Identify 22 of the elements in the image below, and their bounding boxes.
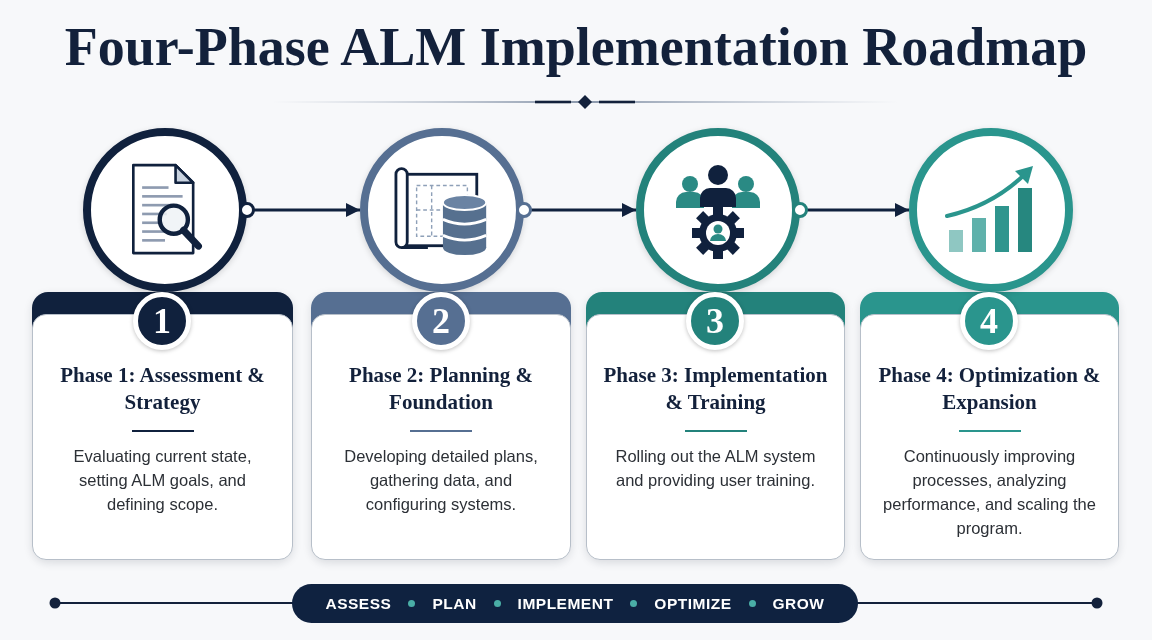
title: Four-Phase ALM Implementation Roadmap xyxy=(64,16,1088,78)
phase-description: Rolling out the ALM system and providing user training. xyxy=(614,446,817,491)
phase-title: Phase 2: Planning & Foundation xyxy=(348,362,534,416)
phase-description: Continuously improving processes, analyzing performance, and scaling the program. xyxy=(882,446,1097,539)
step-label: OPTIMIZE xyxy=(654,593,732,614)
phase-card xyxy=(311,292,571,560)
phase-title: Phase 4: Optimization & Expansion xyxy=(877,362,1102,416)
phase-title: Phase 1: Assessment & Strategy xyxy=(59,362,266,416)
step-label: IMPLEMENT xyxy=(517,593,614,614)
phase-description: Developing detailed plans, gathering data, and configuring systems. xyxy=(343,446,539,515)
phase-title: Phase 3: Implementation & Training xyxy=(602,362,829,416)
step-label: ASSESS xyxy=(325,593,392,614)
phase-card xyxy=(586,292,845,560)
arrow xyxy=(792,202,909,218)
arrow xyxy=(516,202,636,218)
step-label: GROW xyxy=(772,593,825,614)
phase-banner xyxy=(292,584,858,623)
phase-card xyxy=(860,292,1119,560)
phase-card xyxy=(32,292,293,560)
phase-description: Evaluating current state, setting ALM goals, and defining scope. xyxy=(72,446,253,515)
arrow xyxy=(239,202,360,218)
step-label: PLAN xyxy=(432,593,477,614)
